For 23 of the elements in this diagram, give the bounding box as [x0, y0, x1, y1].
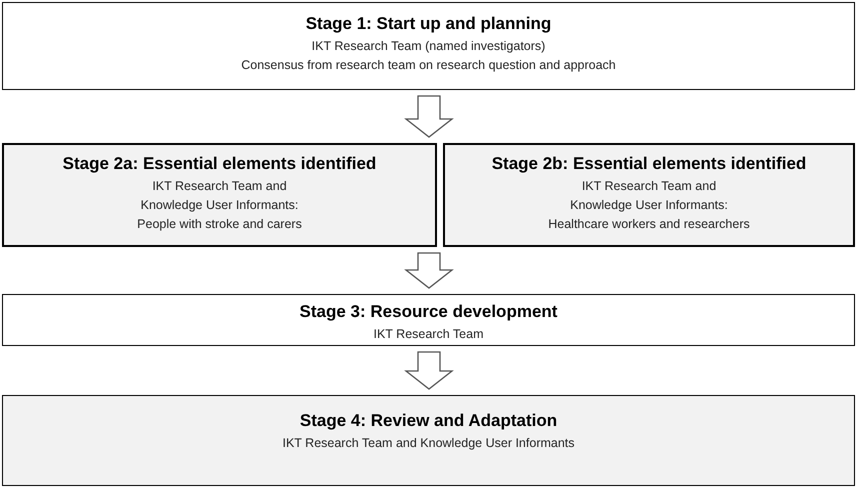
stage-heading: Stage 2a: Essential elements identified [62, 153, 376, 175]
block-arrow [404, 95, 454, 138]
stage-heading: Stage 2b: Essential elements identified [492, 153, 806, 175]
stage-box [2, 143, 437, 247]
stage-description: IKT Research Team (named investigators) [312, 38, 546, 55]
stage-heading: Stage 3: Resource development [300, 301, 558, 323]
stage-description: IKT Research Team and [582, 178, 716, 195]
stage-box [443, 143, 855, 247]
stage-heading: Stage 1: Start up and planning [306, 13, 552, 35]
stage-heading: Stage 4: Review and Adaptation [300, 410, 558, 432]
block-arrow [404, 252, 454, 289]
stage-description: Healthcare workers and researchers [548, 216, 750, 233]
stage-description: IKT Research Team [373, 326, 484, 343]
stage-description: IKT Research Team and [152, 178, 287, 195]
block-arrow [404, 351, 454, 390]
stage-description: People with stroke and carers [137, 216, 302, 233]
stage-box [2, 294, 855, 346]
stage-box [2, 2, 855, 90]
stage-description: IKT Research Team and Knowledge User Informants [282, 435, 575, 452]
stage-description: Knowledge User Informants: [570, 197, 728, 214]
stage-box [2, 395, 855, 486]
stage-description: Consensus from research team on research question and approach [241, 57, 616, 74]
stage-description: Knowledge User Informants: [140, 197, 298, 214]
